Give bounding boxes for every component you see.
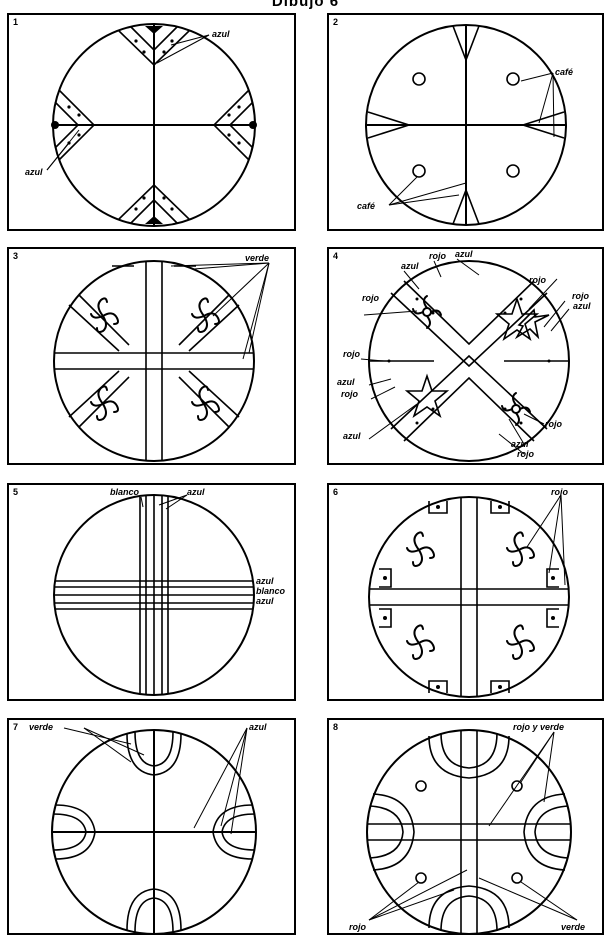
label-verde: verde	[29, 722, 53, 732]
panel-8-drawing: rojo y verde rojo verde	[329, 720, 606, 937]
label-rojo-y-verde: rojo y verde	[513, 722, 564, 732]
panel-4: 4 azul rojo azul rojo	[327, 247, 604, 465]
label-azul: azul	[455, 249, 473, 259]
label-azul: azul	[256, 576, 274, 586]
figure-title: Dibujo 6	[0, 0, 611, 10]
panel-5-drawing: blanco azul azul blanco azul	[9, 485, 298, 703]
label-azul: azul	[249, 722, 267, 732]
panel-6-drawing: rojo	[329, 485, 606, 703]
label-azul: azul	[25, 167, 43, 177]
label-rojo: rojo	[517, 449, 535, 459]
panel-1: 1 azul azul	[7, 13, 296, 231]
label-azul: azul	[187, 487, 205, 497]
panel-2: 2 café café	[327, 13, 604, 231]
panel-7: 7 verde azul	[7, 718, 296, 935]
panel-2-drawing: café café	[329, 15, 606, 233]
label-azul: azul	[256, 596, 274, 606]
panel-8: 8 rojo y verde rojo verde	[327, 718, 604, 935]
label-azul: azul	[337, 377, 355, 387]
panel-1-drawing: azul azul	[9, 15, 298, 233]
label-rojo: rojo	[362, 293, 380, 303]
label-verde: verde	[561, 922, 585, 932]
panel-6: 6 rojo	[327, 483, 604, 701]
label-rojo: rojo	[343, 349, 361, 359]
label-cafe: café	[555, 67, 573, 77]
label-rojo: rojo	[529, 275, 547, 285]
label-rojo: rojo	[429, 251, 447, 261]
label-azul: azul	[212, 29, 230, 39]
label-azul: azul	[573, 301, 591, 311]
label-rojo: rojo	[551, 487, 569, 497]
label-azul: azul	[511, 439, 529, 449]
panel-3: 3 verde	[7, 247, 296, 465]
panel-4-drawing: azul rojo azul rojo rojo azul rojo azul …	[329, 249, 606, 467]
label-blanco: blanco	[256, 586, 286, 596]
label-verde: verde	[245, 253, 269, 263]
label-rojo: rojo	[349, 922, 367, 932]
panel-5: 5 blanco azul azul blanco azul	[7, 483, 296, 701]
panel-7-drawing: verde azul	[9, 720, 298, 937]
label-blanco: blanco	[110, 487, 140, 497]
label-azul: azul	[401, 261, 419, 271]
panel-3-drawing: verde	[9, 249, 298, 467]
label-azul: azul	[343, 431, 361, 441]
label-rojo: rojo	[545, 419, 563, 429]
label-cafe: café	[357, 201, 375, 211]
label-rojo: rojo	[572, 291, 590, 301]
label-rojo: rojo	[341, 389, 359, 399]
